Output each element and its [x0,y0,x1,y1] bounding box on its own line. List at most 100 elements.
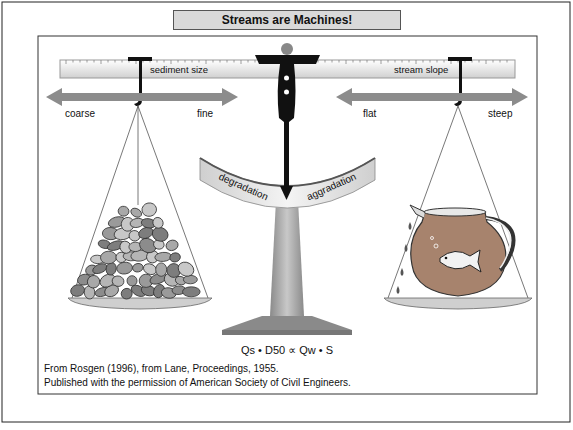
pedestal-foot [222,330,352,335]
pebble [165,238,180,252]
pebble [154,252,171,262]
beam-tick [395,60,396,63]
beam-tick [339,60,340,63]
bubble [434,244,438,248]
sediment-pile [69,202,200,301]
beam-tick [507,60,508,63]
beam-tick [416,60,417,64]
jug-handle [486,218,514,270]
beam-tick [122,60,123,63]
pebble [141,202,158,218]
pointer-head [280,186,293,200]
pan-string [138,106,139,205]
direction-label: fine [197,108,213,120]
beam-tick [87,60,88,63]
jug-body [411,212,506,296]
beam-tick [234,60,235,63]
right-pan [384,298,532,309]
beam-tick [241,60,242,64]
jug-spout [410,205,425,218]
slope-arrow [336,88,528,106]
pebble [116,261,133,275]
beam-tick [227,60,228,63]
water-drop [405,244,408,252]
beam-tick [367,60,368,63]
pedestal-post [270,200,304,316]
pebble [169,252,182,263]
dial-label: aggradation [305,171,358,203]
beam-tick [388,60,389,63]
pan-string [138,106,208,298]
beam-tick [101,60,102,64]
beam-tick [374,60,375,63]
beam-tick [248,60,249,63]
fish [440,250,481,272]
beam-tick [353,60,354,63]
pebble [127,275,138,286]
pedestal-base [222,316,352,330]
beam-tick [437,60,438,63]
pebble [132,263,144,273]
left-pan [68,298,212,309]
beam-tick [486,60,487,64]
beam-tick [94,60,95,63]
beam-tick [213,60,214,63]
beam-tick [255,60,256,63]
pointer-hole [284,90,289,95]
lane-equation: Qs • D50 ∝ Qw • S [241,344,333,357]
beam-tick [178,60,179,63]
pebble [176,259,197,279]
slide-title: Streams are Machines! [222,13,353,27]
beam-tick [346,60,347,64]
top-knob [281,43,293,55]
beam-tick [206,60,207,64]
pebble [129,206,143,219]
beam-tick [360,60,361,63]
beam-tick [444,60,445,63]
credit-line: Published with the permission of America… [44,377,351,389]
beam-tick [381,60,382,64]
fish-eye [445,257,448,260]
beam-tick [199,60,200,63]
beam-tick [80,60,81,63]
beam-tick [493,60,494,63]
direction-label: coarse [65,108,95,120]
slide-frame [2,2,570,422]
pivot-block [255,55,320,64]
beam-label: sediment size [150,65,208,76]
water-drop [397,286,400,294]
water-jug [397,205,514,296]
credit-line: From Rosgen (1996), from Lane, Proceedin… [44,363,279,375]
beam-tick [479,60,480,63]
beam-tick [423,60,424,63]
figure-frame [38,36,537,394]
size-arrow [46,88,238,106]
direction-label: steep [488,108,512,120]
pebble [151,216,165,231]
beam-tick [164,60,165,63]
beam-tick [185,60,186,63]
bubble [431,237,434,240]
pointer [278,64,296,188]
beam-tick [73,60,74,63]
beam-tick [157,60,158,63]
beam-tick [115,60,116,63]
beam-tick [402,60,403,63]
beam-label: stream slope [394,65,448,76]
jug-handle-shine [486,218,510,268]
beam-tick [192,60,193,63]
water-drop [409,222,412,230]
pebble [111,275,125,288]
jug-rim [424,208,486,216]
pointer-hole [284,76,289,81]
beam-tick [171,60,172,64]
beam-tick [500,60,501,63]
pebble [100,251,117,264]
direction-label: flat [363,108,376,120]
pebble [156,263,167,276]
water-drop [401,268,404,276]
beam-tick [325,60,326,63]
dial-label: degradation [217,171,270,203]
beam-tick [430,60,431,63]
